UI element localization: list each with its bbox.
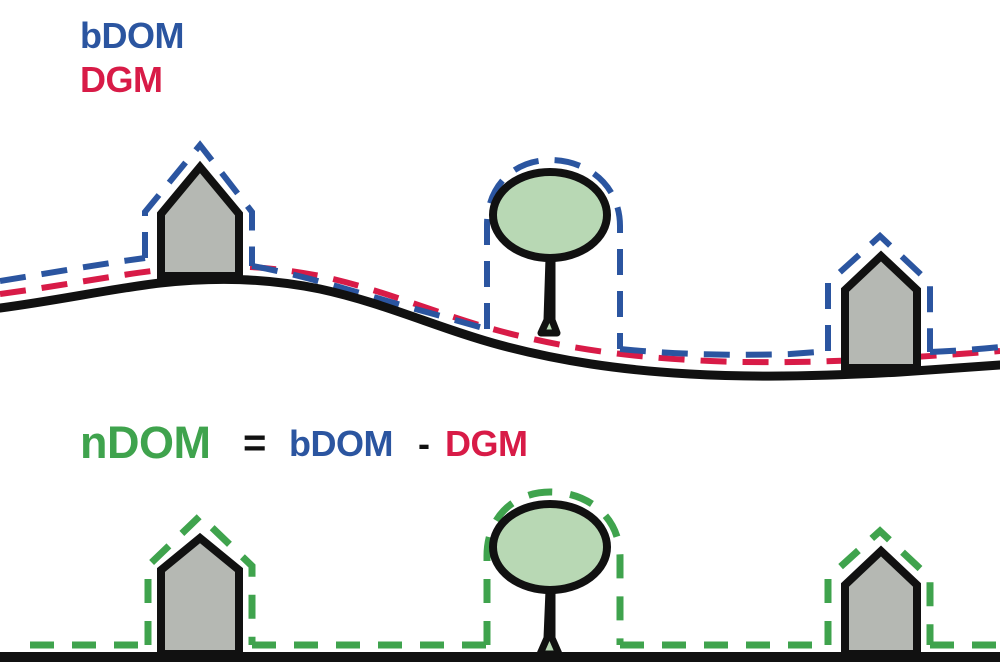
legend-item-dgm: DGM — [80, 59, 163, 100]
house-left-bottom — [157, 532, 243, 658]
ndom-surface-line — [30, 488, 1000, 649]
equation-minus-sign: - — [418, 423, 430, 464]
legend: bDOM DGM — [80, 15, 184, 100]
equation-equals-sign: = — [243, 421, 266, 465]
tree-middle-top — [489, 168, 611, 337]
legend-item-bdom: bDOM — [80, 15, 184, 56]
bdom-surface-line — [0, 140, 1000, 358]
house-right-top — [841, 250, 921, 372]
house-right-bottom — [841, 545, 921, 658]
equation-minuend-bdom: bDOM — [289, 423, 393, 464]
equation-subtrahend-dgm: DGM — [445, 423, 528, 464]
terrain-profile — [0, 274, 1000, 381]
house-left-top — [157, 160, 243, 280]
tree-middle-bottom — [489, 500, 611, 658]
equation-result-ndom: nDOM — [80, 417, 210, 468]
equation: nDOM = bDOM - DGM — [80, 417, 528, 468]
